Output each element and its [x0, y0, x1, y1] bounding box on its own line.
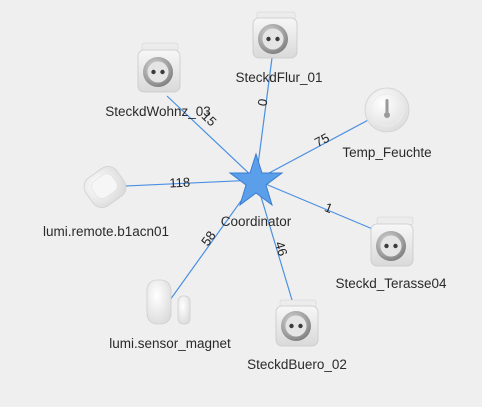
device-label-steckd-terasse: Steckd_Terasse04 [335, 276, 447, 291]
link-steckd-wohnz [166, 95, 257, 181]
device-node-lumi-remote[interactable]: lumi.remote.b1acn01 [43, 162, 169, 239]
smart-plug-icon [275, 299, 319, 347]
link-steckd-flur [255, 57, 273, 181]
device-node-steckd-flur[interactable]: SteckdFlur_01 [235, 11, 323, 85]
device-label-steckd-wohnz: SteckdWohnz_03 [105, 104, 211, 119]
coordinator-label: Coordinator [221, 214, 292, 229]
device-label-steckd-buero: SteckdBuero_02 [247, 357, 347, 372]
coordinator-node[interactable]: Coordinator [221, 152, 292, 229]
link-steckd-terasse [255, 179, 376, 231]
smart-plug-icon [370, 216, 414, 267]
device-label-lumi-sensor-magnet: lumi.sensor_magnet [109, 336, 231, 351]
link-temp-feuchte [255, 117, 373, 181]
link-quality-steckd-flur: 0 [255, 98, 271, 107]
device-node-steckd-wohnz[interactable]: SteckdWohnz_03 [105, 42, 211, 119]
device-node-steckd-terasse[interactable]: Steckd_Terasse04 [335, 216, 447, 291]
link-quality-lumi-remote: 118 [169, 174, 190, 190]
smart-plug-icon [252, 11, 298, 59]
device-node-lumi-sensor-magnet[interactable]: lumi.sensor_magnet [109, 279, 231, 351]
device-label-lumi-remote: lumi.remote.b1acn01 [43, 224, 169, 239]
device-node-temp-feuchte[interactable]: Temp_Feuchte [342, 87, 432, 160]
link-quality-steckd-terasse: 1 [323, 200, 335, 217]
device-label-steckd-flur: SteckdFlur_01 [235, 70, 322, 85]
coordinator-star-icon [228, 152, 284, 207]
temperature-sensor-icon [364, 87, 410, 133]
device-label-temp-feuchte: Temp_Feuchte [342, 145, 431, 160]
link-quality-lumi-sensor-magnet: 58 [198, 228, 219, 249]
wireless-button-icon [83, 166, 127, 208]
door-sensor-icon [146, 279, 191, 325]
smart-plug-icon [137, 42, 181, 93]
link-quality-steckd-buero: 46 [272, 240, 291, 258]
device-node-steckd-buero[interactable]: SteckdBuero_02 [247, 299, 347, 372]
link-quality-temp-feuchte: 75 [312, 130, 332, 150]
link-steckd-buero [255, 179, 293, 301]
link-lumi-remote [125, 179, 257, 187]
